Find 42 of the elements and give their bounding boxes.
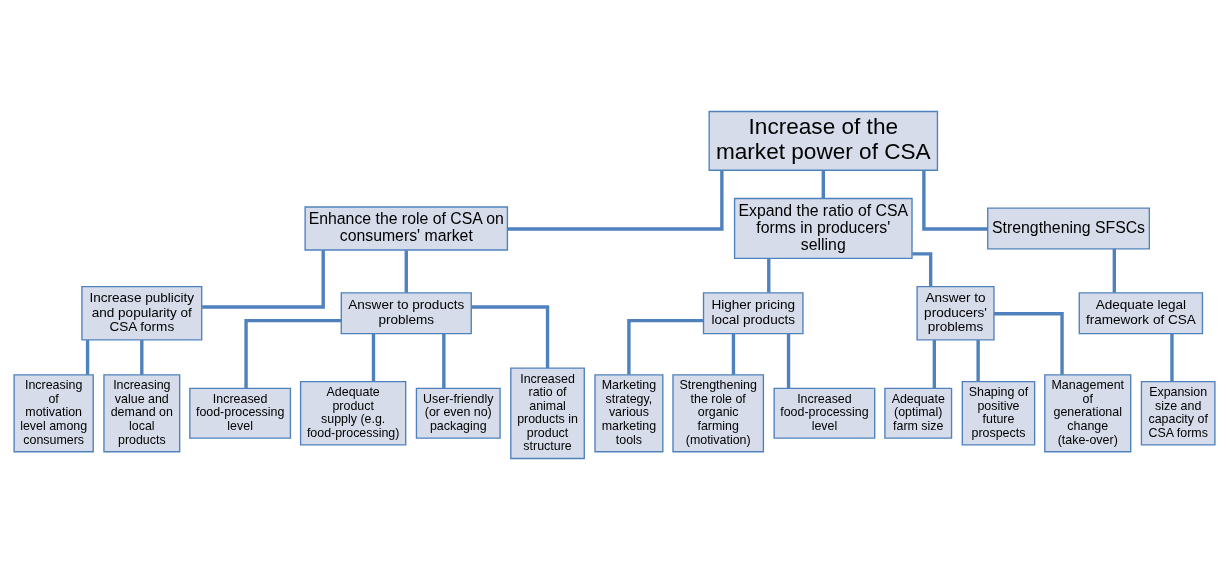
- connector: [202, 249, 325, 309]
- node-box: Adequate (optimal) farm size: [884, 387, 953, 439]
- node-box: Management of generational change (take-over): [1044, 373, 1132, 452]
- connector: [786, 333, 791, 388]
- node-box: Increase publicity and popularity of CSA forms: [81, 285, 203, 340]
- node-box: Increasing value and demand on local products: [103, 373, 181, 452]
- node-box: Higher pricing local products: [702, 291, 804, 334]
- node-box: Expand the ratio of CSA forms in producers' selling: [733, 197, 913, 259]
- node-box: Increased food-processing level: [189, 387, 292, 439]
- connector: [442, 333, 446, 388]
- connector: [994, 311, 1064, 375]
- node-box: Increased food-processing level: [773, 387, 876, 439]
- connector: [731, 333, 736, 375]
- node-box: Answer to products problems: [340, 291, 472, 334]
- node-box: Strengthening the role of organic farming (motivation): [672, 373, 765, 452]
- node-box: Enhance the role of CSA on consumers' market: [304, 205, 509, 251]
- connector: [471, 304, 550, 368]
- node-box: Increase of the market power of CSA: [708, 110, 939, 171]
- node-box: User-friendly (or even no) packaging: [415, 387, 501, 439]
- connector: [767, 258, 771, 293]
- connector: [627, 318, 704, 374]
- connector: [976, 339, 980, 381]
- connector: [244, 318, 342, 388]
- connector: [1112, 248, 1116, 293]
- connector: [85, 339, 90, 375]
- node-box: Increased ratio of animal products in product structure: [510, 366, 585, 459]
- node-box: Adequate legal framework of CSA: [1078, 291, 1204, 334]
- node-box: Answer to producers' problems: [916, 285, 995, 340]
- connector: [404, 249, 408, 293]
- node-box: Marketing strategy, various marketing tools: [594, 373, 664, 452]
- node-box: Increasing of motivation level among consumers: [13, 373, 94, 452]
- connector: [140, 339, 144, 375]
- node-box: Shaping of positive future prospects: [961, 380, 1036, 446]
- node-box: Adequate product supply (e.g. food-processing): [299, 380, 407, 446]
- connector: [932, 339, 937, 388]
- connector: [922, 170, 988, 231]
- connector: [1170, 333, 1174, 382]
- connector: [507, 170, 724, 231]
- node-box: Expansion size and capacity of CSA forms: [1140, 380, 1216, 446]
- connector: [371, 333, 376, 382]
- connector: [821, 170, 825, 198]
- node-box: Strengthening SFSCs: [987, 206, 1151, 249]
